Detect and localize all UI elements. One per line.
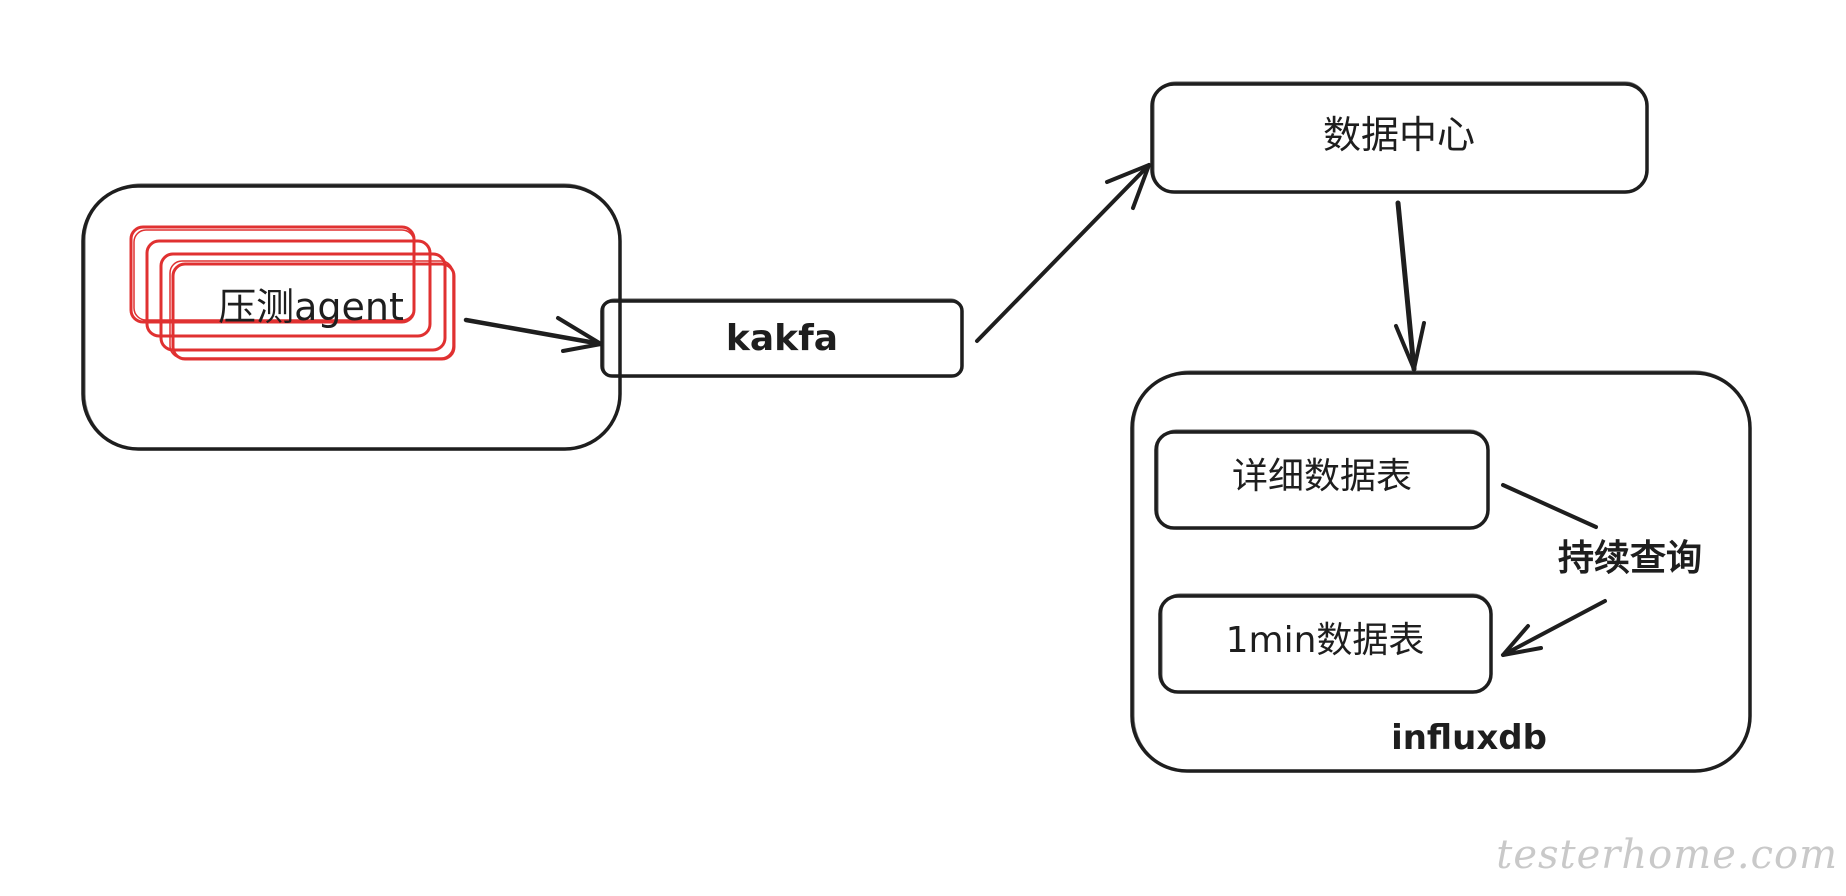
arrow-continuous-query-head: [1501, 624, 1543, 657]
data-center-label: 数据中心: [1323, 113, 1475, 157]
arrow-agent-to-kafka-head: [556, 316, 603, 353]
arrow-continuous-query-upper: [1501, 483, 1598, 529]
min-table-box: [1158, 593, 1493, 694]
continuous-query-label: 持续查询: [1558, 538, 1702, 579]
agent-group-box: [81, 183, 622, 451]
influxdb-box: [1130, 370, 1752, 773]
arrow-datacenter-to-influxdb-head: [1394, 321, 1426, 371]
kafka-label: kakfa: [726, 318, 838, 359]
arrow-agent-to-kafka: [463, 317, 604, 347]
arrow-kafka-to-datacenter: [975, 163, 1151, 343]
agent-label: 压测agent: [218, 285, 404, 329]
detail-table-label: 详细数据表: [1232, 456, 1412, 497]
arrow-kafka-to-datacenter-head: [1105, 163, 1151, 210]
influxdb-label: influxdb: [1391, 718, 1547, 758]
kafka-box: [600, 298, 964, 378]
min-table-label: 1min数据表: [1226, 620, 1425, 661]
data-center-box: [1150, 81, 1649, 194]
arrow-continuous-query-lower: [1501, 599, 1607, 657]
watermark: testerhome.com: [1496, 832, 1838, 878]
arrow-datacenter-to-influxdb: [1395, 200, 1417, 372]
detail-table-box: [1154, 429, 1490, 530]
agent-stack: [129, 225, 456, 361]
